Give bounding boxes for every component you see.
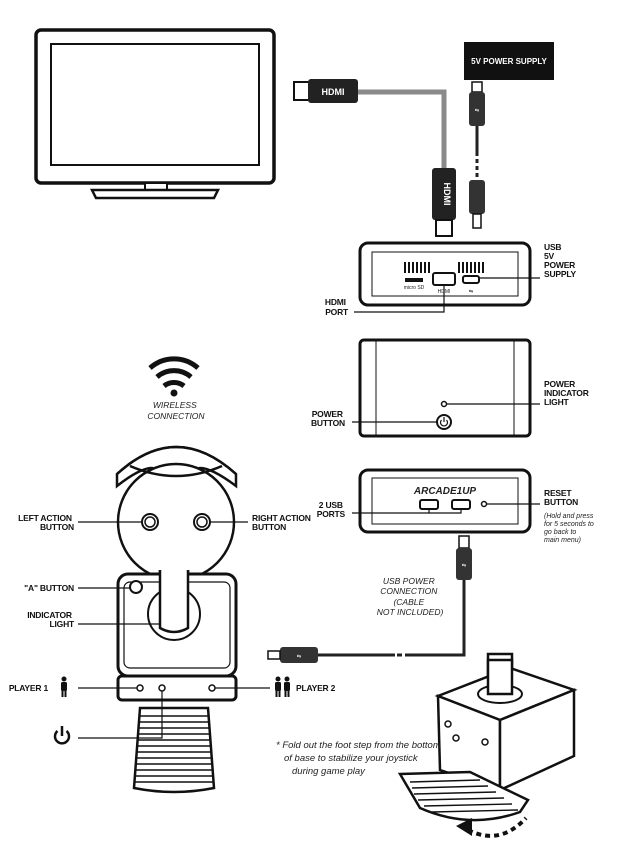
- console-back-view: micro SD HDMI ⇆: [358, 241, 532, 307]
- person-icon: [61, 676, 67, 697]
- tv-icon: [34, 28, 276, 200]
- vent-slots: [403, 262, 487, 274]
- power-supply-label: 5V POWER SUPPLY: [471, 57, 547, 66]
- usb-icon: ⇆: [469, 289, 473, 295]
- hdmi-cable: HDMI HDMI: [293, 79, 456, 237]
- power-icon: [53, 726, 71, 745]
- a-button: [129, 580, 143, 594]
- hdmi-port-label: HDMI PORT: [325, 297, 349, 317]
- power-icon: [439, 417, 449, 427]
- wireless-connection-label: WIRELESS CONNECTION: [147, 400, 205, 421]
- usb-port-2: [451, 499, 471, 510]
- reset-note: (Hold and press for 5 seconds to go back…: [544, 513, 596, 544]
- reset-button: [480, 500, 488, 508]
- foot-step-open: [397, 770, 530, 822]
- foot-step-note: * Fold out the foot step from the bottom…: [276, 740, 443, 777]
- indicator-light-label: INDICATOR LIGHT: [27, 610, 75, 629]
- usb-icon: ⇆: [462, 563, 466, 569]
- a-button-label: "A" BUTTON: [24, 583, 74, 593]
- right-action-button-label: RIGHT ACTION BUTTON: [252, 513, 313, 532]
- hdmi-port: [432, 272, 456, 286]
- console-front-view: [358, 338, 532, 438]
- power-port: [158, 684, 166, 692]
- power-button-label: POWER BUTTON: [311, 409, 345, 428]
- micro-sd-slot: [405, 278, 423, 282]
- usb-power-port: [462, 275, 480, 284]
- player1-port: [136, 684, 144, 692]
- usb-power-cable: ⇆ ⇆: [267, 535, 472, 663]
- usb-icon: ⇆: [297, 654, 301, 660]
- console-logo: ARCADE1UP: [413, 486, 477, 497]
- fold-arrow-icon: [456, 816, 528, 838]
- power-supply: 5V POWER SUPPLY ⇆: [464, 42, 554, 229]
- power-indicator-light: [440, 400, 448, 408]
- left-action-button-label: LEFT ACTION BUTTON: [18, 513, 74, 532]
- hdmi-plug-text-horizontal: HDMI: [322, 87, 345, 97]
- player1-label: PLAYER 1: [9, 683, 49, 693]
- usb-power-connection-label: USB POWER CONNECTION (CABLE NOT INCLUDED…: [377, 576, 444, 617]
- wifi-icon: [148, 356, 200, 397]
- usb-icon: ⇆: [475, 108, 479, 114]
- reset-button-label: RESET BUTTON: [544, 488, 578, 507]
- player2-label: PLAYER 2: [296, 683, 336, 693]
- console-usb-view: ARCADE1UP: [358, 468, 532, 534]
- usb-5v-power-supply-label: USB 5V POWER SUPPLY: [544, 242, 577, 279]
- hdmi-plug-text-vertical: HDMI: [442, 183, 452, 206]
- micro-sd-label: micro SD: [404, 285, 425, 291]
- joystick-front-view: [115, 445, 238, 794]
- player2-port: [208, 684, 216, 692]
- joystick-base-perspective: [397, 652, 578, 822]
- power-indicator-light-label: POWER INDICATOR LIGHT: [544, 379, 591, 407]
- usb-ports-label: 2 USB PORTS: [317, 500, 346, 519]
- usb-port-1: [419, 499, 439, 510]
- foot-step: [132, 706, 216, 794]
- person-icon: [275, 676, 290, 697]
